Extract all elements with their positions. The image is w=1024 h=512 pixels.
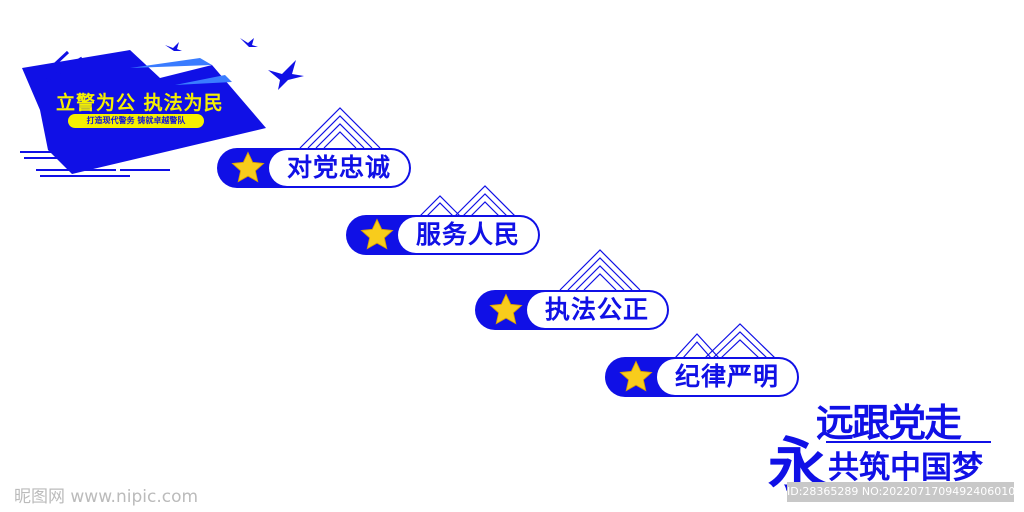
watermark-site: 昵图网 www.nipic.com [14, 487, 199, 507]
sub-slogan: 打造现代警务 铸就卓越警队 [68, 114, 204, 128]
mountain-lines-icon [299, 107, 381, 149]
flag-book-illustration [20, 38, 304, 177]
watermark-id: ID:28365289 NO:20220717094924060105 [787, 482, 1022, 502]
badge-label: 对党忠诚 [269, 150, 409, 186]
motto-line2: 共筑中国梦 [828, 450, 983, 486]
main-slogan: 立警为公 执法为民 [56, 92, 224, 114]
badge-discipline: 纪律严明 [605, 357, 799, 397]
motto-line1: 远跟党走 [816, 401, 962, 445]
badge-label: 纪律严明 [657, 359, 797, 395]
badge-fair-law: 执法公正 [475, 290, 669, 330]
mountain-lines-icon [675, 323, 775, 359]
mountain-lines-icon [559, 249, 641, 291]
star-icon [489, 293, 523, 325]
star-icon [231, 151, 265, 183]
star-icon [619, 360, 653, 392]
badge-serve-people: 服务人民 [346, 215, 540, 255]
badge-loyalty: 对党忠诚 [217, 148, 411, 188]
badge-label: 执法公正 [527, 292, 667, 328]
star-icon [360, 218, 394, 250]
motto-divider [826, 441, 991, 443]
mountain-lines-icon [419, 185, 515, 217]
badge-label: 服务人民 [398, 217, 538, 253]
